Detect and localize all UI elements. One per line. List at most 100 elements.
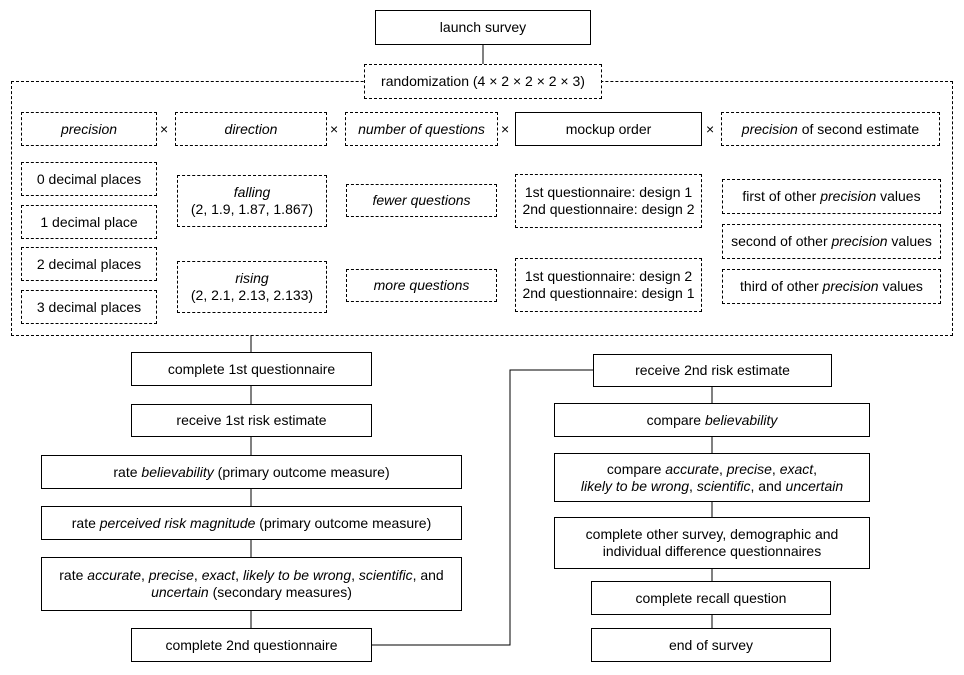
second-estimate-third: third of other precision values bbox=[722, 269, 941, 304]
receive-2nd-risk-estimate-label: receive 2nd risk estimate bbox=[635, 362, 790, 378]
second-estimate-suffix: values bbox=[876, 188, 921, 204]
direction-rising-label: rising bbox=[235, 270, 269, 286]
second-estimate-prefix: first of other bbox=[742, 188, 821, 204]
rate-believability-label: rate believability (primary outcome meas… bbox=[113, 464, 389, 481]
rate-secondary-measures-node: rate accurate, precise, exact, likely to… bbox=[41, 557, 462, 611]
questions-more-label: more questions bbox=[373, 277, 470, 293]
precise-term: precise bbox=[726, 460, 772, 477]
comma: , bbox=[193, 567, 202, 583]
complete-other-survey-line2: individual difference questionnaires bbox=[602, 543, 822, 559]
uncertain-term: uncertain bbox=[151, 584, 209, 600]
compare-secondary-node: compare accurate, precise, exact, likely… bbox=[554, 453, 870, 502]
second-estimate-precision-word: precision bbox=[822, 278, 879, 294]
launch-survey-node: launch survey bbox=[375, 10, 591, 45]
factor-precision: precision bbox=[21, 112, 157, 146]
questions-more: more questions bbox=[346, 269, 497, 302]
compare-secondary-line1: compare accurate, precise, exact, bbox=[581, 461, 843, 478]
second-estimate-suffix: values bbox=[887, 233, 932, 249]
second-estimate-second: second of other precision values bbox=[722, 224, 941, 259]
secondary-suffix: (secondary measures) bbox=[208, 584, 352, 600]
second-estimate-precision-word: precision bbox=[831, 233, 888, 249]
compare-prefix: compare bbox=[606, 460, 666, 477]
accurate-term: accurate bbox=[665, 460, 719, 477]
times-sign-4: × bbox=[706, 121, 715, 137]
direction-falling-label: falling bbox=[233, 184, 271, 200]
complete-other-survey-line1: complete other survey, demographic and bbox=[585, 526, 839, 542]
rate-secondary-line1: rate accurate, precise, exact, likely to… bbox=[59, 567, 443, 584]
second-estimate-first-label: first of other precision values bbox=[742, 188, 920, 205]
second-estimate-suffix: values bbox=[878, 278, 923, 294]
rate-prefix: rate bbox=[71, 514, 100, 531]
precision-level-label: 0 decimal places bbox=[36, 170, 142, 187]
questions-fewer: fewer questions bbox=[346, 184, 497, 217]
comma-and: , and bbox=[750, 477, 786, 494]
compare-secondary-line2: likely to be wrong, scientific, and unce… bbox=[581, 478, 843, 495]
rate-prefix: rate bbox=[59, 567, 88, 583]
mockup-order-b-line1: 1st questionnaire: design 2 bbox=[524, 268, 693, 284]
comma: , bbox=[351, 567, 359, 583]
mockup-order-a: 1st questionnaire: design 1 2nd question… bbox=[515, 174, 702, 228]
second-estimate-prefix: second of other bbox=[731, 233, 832, 249]
second-estimate-second-label: second of other precision values bbox=[731, 233, 932, 250]
precision-level-0: 0 decimal places bbox=[21, 162, 157, 196]
factor-number-of-questions: number of questions bbox=[345, 112, 498, 146]
receive-2nd-risk-estimate-node: receive 2nd risk estimate bbox=[593, 354, 832, 387]
second-estimate-first: first of other precision values bbox=[722, 179, 941, 214]
scientific-term: scientific bbox=[696, 477, 751, 494]
randomization-label: randomization (4 × 2 × 2 × 2 × 3) bbox=[381, 73, 585, 89]
complete-2nd-questionnaire-label: complete 2nd questionnaire bbox=[165, 636, 338, 653]
end-of-survey-node: end of survey bbox=[591, 628, 831, 662]
direction-falling: falling (2, 1.9, 1.87, 1.867) bbox=[177, 175, 327, 227]
comma: , bbox=[140, 567, 149, 583]
factor-mockup-order-label: mockup order bbox=[565, 120, 652, 137]
precision-level-label: 2 decimal places bbox=[36, 255, 142, 272]
rate-perceived-risk-label: rate perceived risk magnitude (primary o… bbox=[72, 515, 431, 532]
receive-1st-risk-estimate-label: receive 1st risk estimate bbox=[176, 412, 327, 428]
complete-other-survey-node: complete other survey, demographic and i… bbox=[554, 517, 870, 569]
comma-and: , and bbox=[412, 567, 444, 583]
factor-direction: direction bbox=[175, 112, 327, 146]
comma: , bbox=[771, 460, 780, 477]
precision-level-label: 3 decimal places bbox=[36, 298, 142, 315]
exact-term: exact bbox=[201, 567, 236, 583]
direction-falling-values: (2, 1.9, 1.87, 1.867) bbox=[190, 201, 314, 217]
believability-term: believability bbox=[141, 463, 214, 480]
complete-recall-question-node: complete recall question bbox=[591, 581, 831, 615]
comma: , bbox=[235, 567, 243, 583]
compare-prefix: compare bbox=[646, 411, 705, 428]
factor-precision-label: precision bbox=[60, 120, 118, 137]
likely-wrong-term: likely to be wrong bbox=[242, 567, 352, 583]
randomization-node: randomization (4 × 2 × 2 × 2 × 3) bbox=[364, 64, 602, 99]
factor-number-of-questions-label: number of questions bbox=[358, 120, 485, 137]
factor-mockup-order: mockup order bbox=[515, 112, 702, 146]
mockup-order-b-line2: 2nd questionnaire: design 1 bbox=[522, 285, 695, 301]
factor-second-estimate-precision: precision of second estimate bbox=[721, 112, 940, 146]
perceived-risk-term: perceived risk magnitude bbox=[99, 514, 256, 531]
primary-suffix: (primary outcome measure) bbox=[213, 463, 390, 480]
uncertain-term: uncertain bbox=[785, 477, 844, 494]
precision-level-2: 2 decimal places bbox=[21, 247, 157, 281]
complete-recall-question-label: complete recall question bbox=[635, 589, 787, 606]
times-sign-3: × bbox=[501, 121, 510, 137]
complete-1st-questionnaire-node: complete 1st questionnaire bbox=[131, 352, 372, 386]
rate-prefix: rate bbox=[113, 463, 142, 480]
compare-believability-label: compare believability bbox=[647, 412, 778, 429]
second-estimate-third-label: third of other precision values bbox=[740, 278, 923, 295]
second-estimate-precision-word: precision bbox=[820, 188, 877, 204]
likely-wrong-term: likely to be wrong bbox=[580, 477, 690, 494]
believability-term: believability bbox=[704, 411, 778, 428]
complete-1st-questionnaire-label: complete 1st questionnaire bbox=[167, 360, 336, 377]
compare-believability-node: compare believability bbox=[554, 403, 870, 437]
precise-term: precise bbox=[148, 567, 194, 583]
rate-secondary-line2: uncertain (secondary measures) bbox=[59, 584, 443, 601]
receive-1st-risk-estimate-node: receive 1st risk estimate bbox=[131, 404, 372, 437]
factor-second-estimate-label: precision of second estimate bbox=[742, 121, 919, 138]
questions-fewer-label: fewer questions bbox=[372, 192, 471, 208]
factor-second-estimate-italic: precision bbox=[741, 120, 798, 137]
factor-direction-label: direction bbox=[224, 120, 278, 137]
connector-complete2-receive2 bbox=[372, 369, 593, 646]
complete-2nd-questionnaire-node: complete 2nd questionnaire bbox=[131, 628, 372, 662]
comma: , bbox=[813, 460, 818, 477]
mockup-order-a-line2: 2nd questionnaire: design 2 bbox=[522, 201, 695, 217]
